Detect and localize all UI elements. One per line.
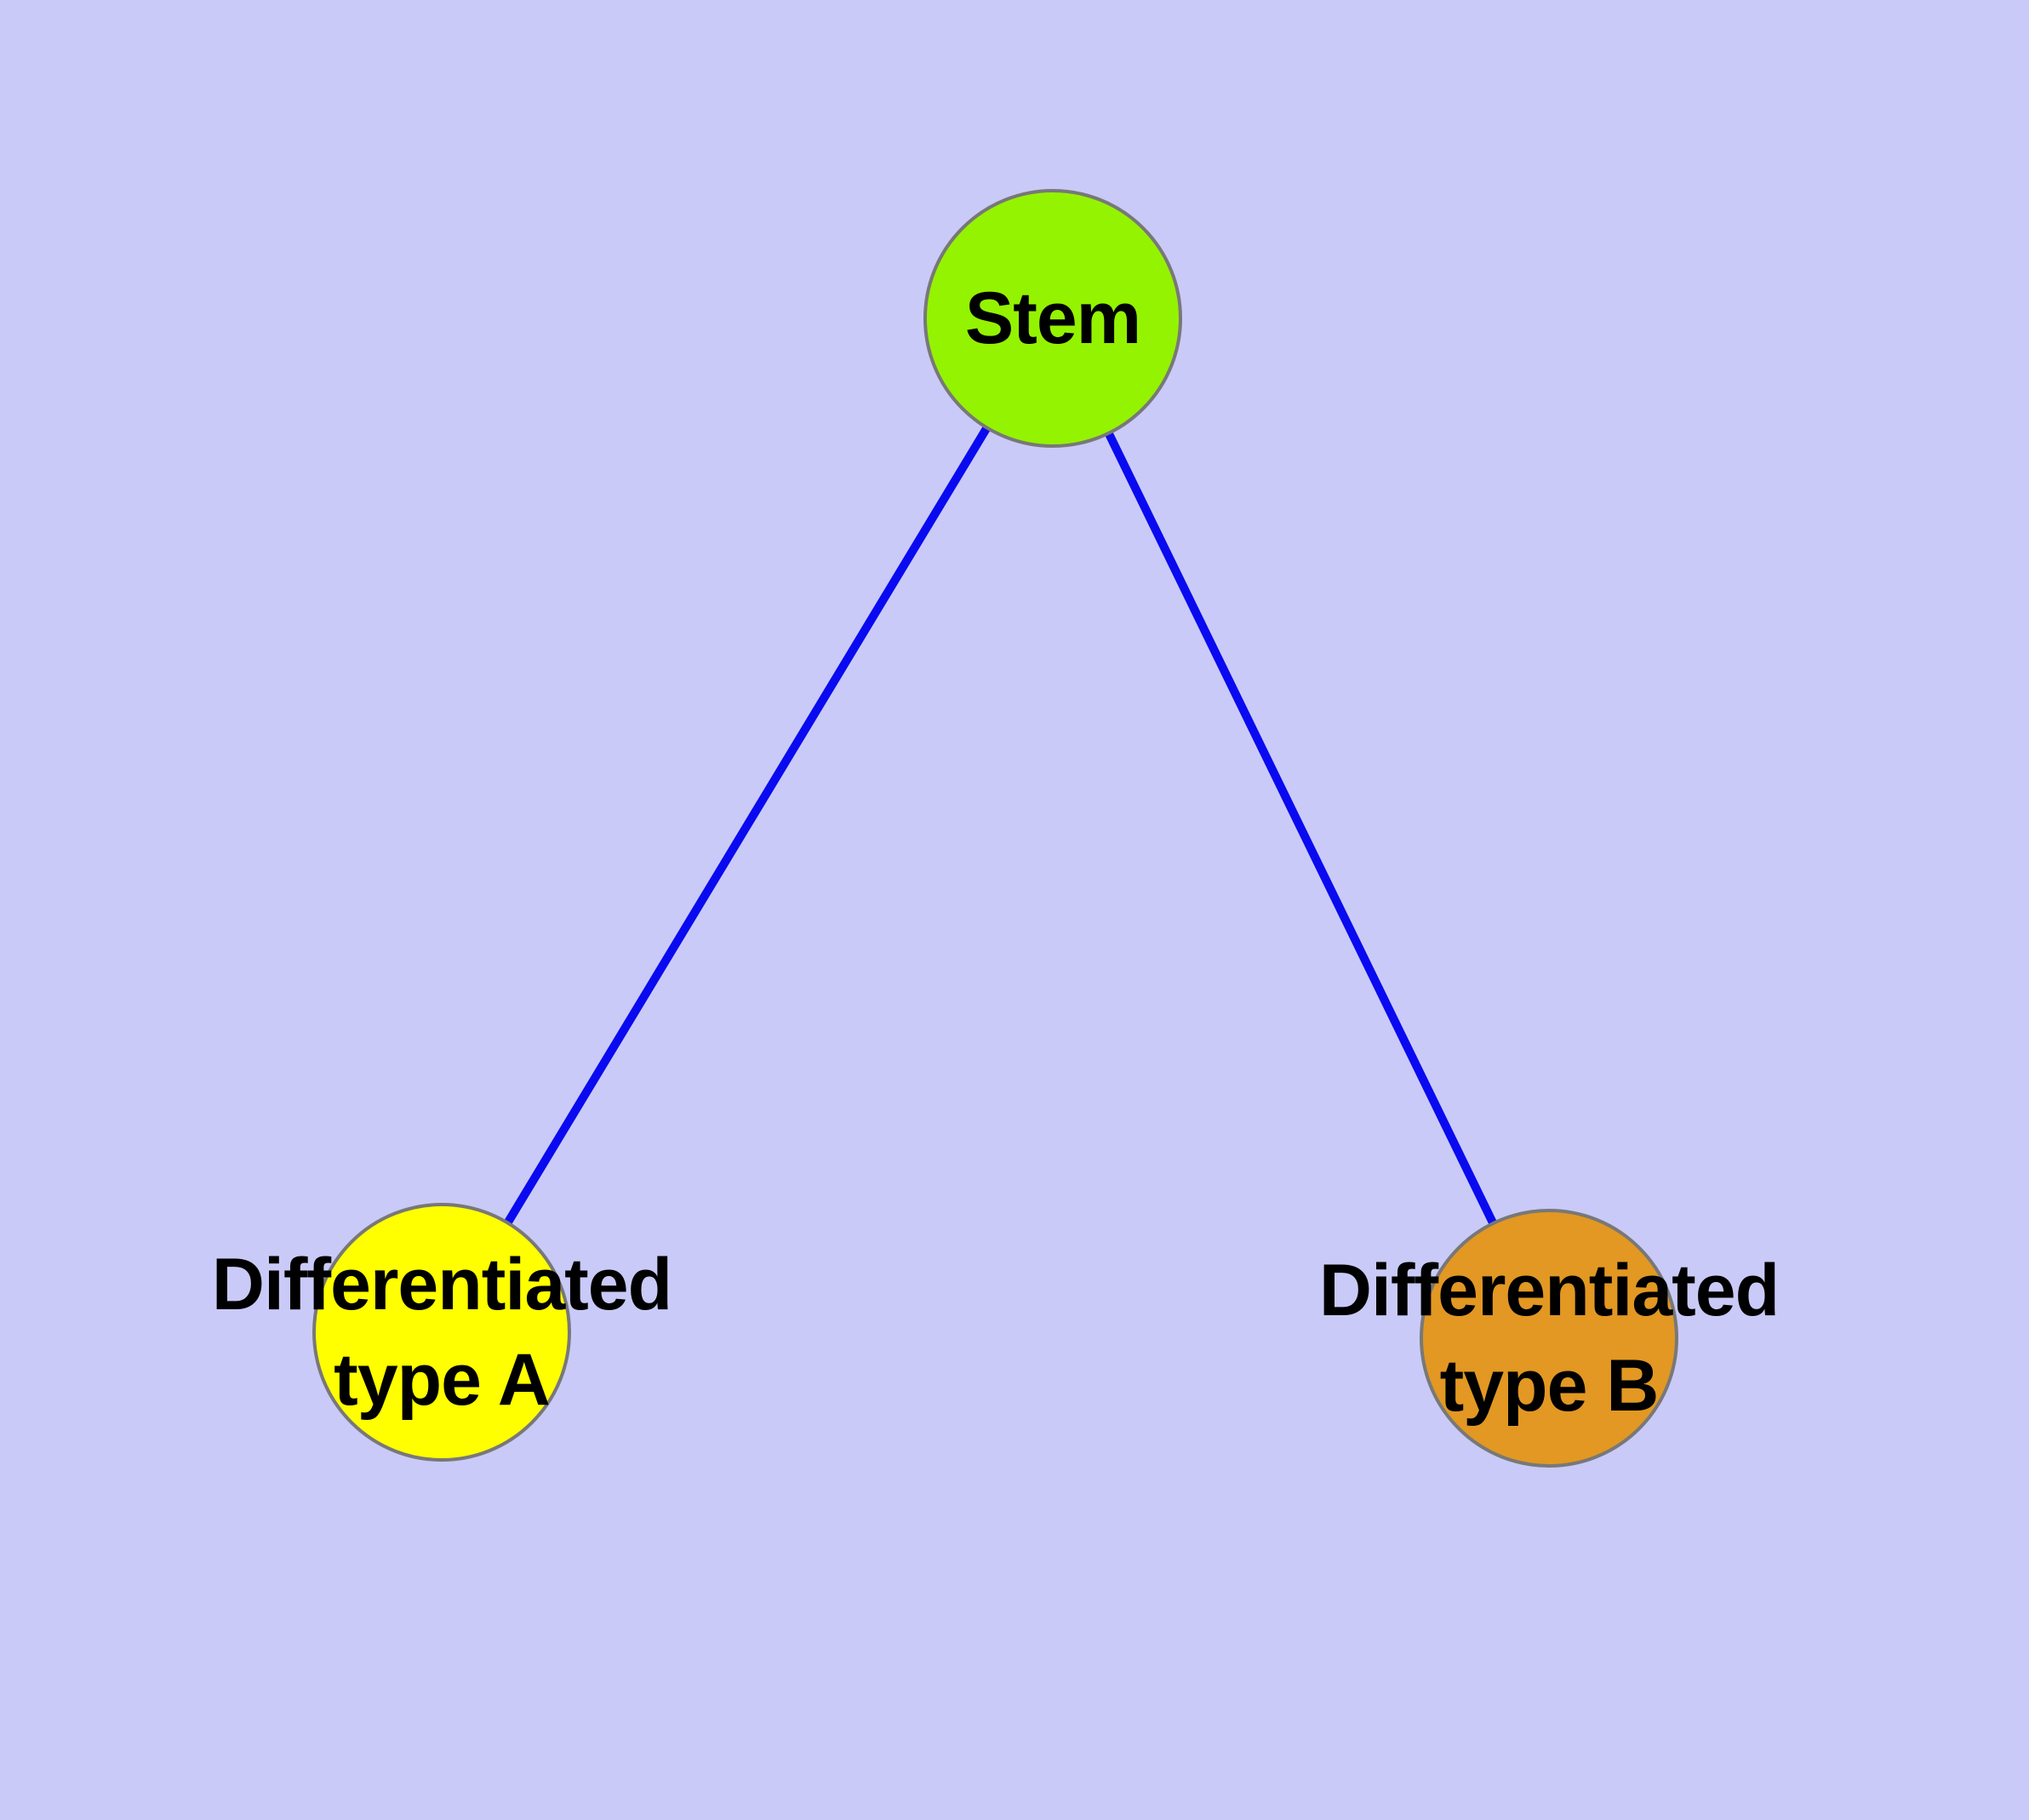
node-differentiated-type-b [1420, 1209, 1678, 1468]
label-line: Differentiated [1318, 1250, 1780, 1331]
node-differentiated-type-b-label: Differentiated type B [1318, 1243, 1780, 1434]
edge-stem-to-a [437, 316, 1057, 1335]
edge-stem-to-b [1049, 316, 1553, 1341]
label-line: Differentiated [211, 1244, 672, 1325]
label-line: Stem [964, 278, 1141, 359]
label-line: type B [1439, 1345, 1660, 1427]
node-differentiated-type-a [312, 1203, 571, 1462]
node-stem-label: Stem [964, 271, 1141, 366]
node-differentiated-type-a-label: Differentiated type A [212, 1237, 672, 1428]
label-line: type A [334, 1339, 551, 1421]
node-stem [923, 189, 1182, 448]
